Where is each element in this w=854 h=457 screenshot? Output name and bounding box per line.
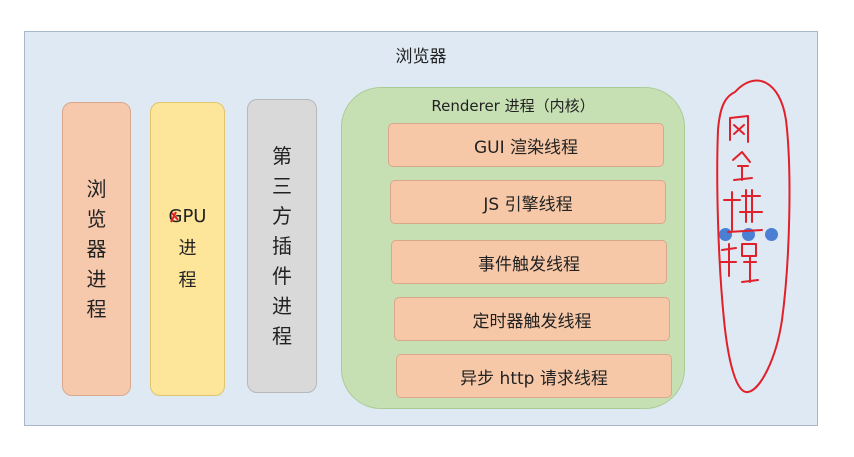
- ellipsis-dot: [719, 228, 732, 241]
- thread-js-engine: JS 引擎线程: [390, 180, 666, 224]
- gpu-process-label: GPU 进 程: [169, 201, 207, 297]
- gpu-process-label-line2: 进: [178, 238, 197, 259]
- browser-container: 浏览器 浏览器进程 GPU 进 程 第三方插件进程 Renderer 进程（内核…: [24, 31, 818, 426]
- thread-async-http: 异步 http 请求线程: [396, 354, 672, 398]
- browser-title: 浏览器: [395, 47, 447, 67]
- plugin-process-box: 第三方插件进程: [247, 99, 317, 393]
- gpu-process-box: GPU 进 程: [150, 102, 225, 396]
- ellipsis-dot: [765, 228, 778, 241]
- thread-event-trigger: 事件触发线程: [391, 240, 667, 284]
- gpu-process-label-line3: 程: [178, 270, 197, 291]
- thread-timer-trigger: 定时器触发线程: [394, 297, 670, 341]
- ellipsis-dots: [719, 228, 779, 242]
- gpu-process-label-line1: GPU: [168, 206, 207, 227]
- renderer-process-title: Renderer 进程（内核）: [431, 97, 595, 115]
- thread-gui-render: GUI 渲染线程: [388, 123, 664, 167]
- ellipsis-dot: [742, 228, 755, 241]
- plugin-process-label: 第三方插件进程: [272, 144, 292, 348]
- browser-process-box: 浏览器进程: [62, 102, 131, 396]
- renderer-process-box: Renderer 进程（内核） GUI 渲染线程 JS 引擎线程 事件触发线程 …: [341, 87, 685, 409]
- browser-process-label: 浏览器进程: [86, 177, 107, 321]
